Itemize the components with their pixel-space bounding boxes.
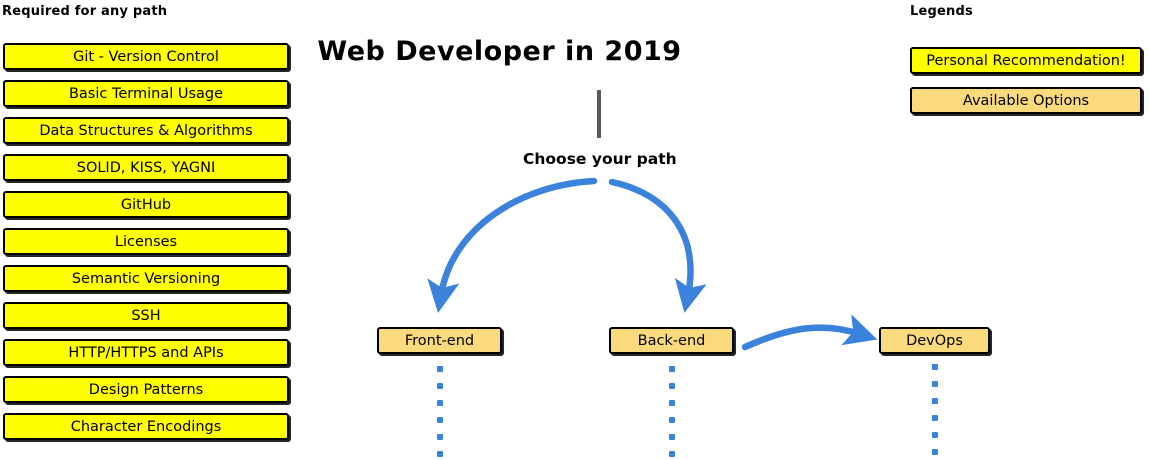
required-item-label: Git - Version Control xyxy=(73,48,219,65)
legends-section-heading: Legends xyxy=(910,4,973,19)
path-continuation-dots xyxy=(931,364,939,460)
path-box-label: Front-end xyxy=(404,332,475,349)
legend-item-label: Personal Recommendation! xyxy=(926,52,1126,69)
dot xyxy=(669,434,675,440)
required-item[interactable]: SOLID, KISS, YAGNI xyxy=(3,154,289,181)
dot xyxy=(437,400,443,406)
dot xyxy=(437,434,443,440)
required-item-label: Licenses xyxy=(114,233,178,250)
path-box-label: Back-end xyxy=(637,332,706,349)
path-box[interactable]: Front-end xyxy=(377,327,502,354)
arrow-to-back-end xyxy=(608,178,707,313)
required-item[interactable]: Semantic Versioning xyxy=(3,265,289,292)
dot xyxy=(932,364,938,370)
dot xyxy=(669,417,675,423)
required-item-label: Design Patterns xyxy=(88,381,204,398)
path-box[interactable]: DevOps xyxy=(879,327,990,354)
required-item-label: Data Structures & Algorithms xyxy=(39,122,253,139)
required-item-label: SOLID, KISS, YAGNI xyxy=(76,159,216,176)
required-section-heading: Required for any path xyxy=(2,4,168,19)
required-item[interactable]: Character Encodings xyxy=(3,413,289,440)
required-item[interactable]: Design Patterns xyxy=(3,376,289,403)
required-item-label: HTTP/HTTPS and APIs xyxy=(68,344,224,361)
dot xyxy=(437,383,443,389)
dot xyxy=(932,415,938,421)
path-box-label: DevOps xyxy=(906,332,963,349)
dot xyxy=(669,400,675,406)
required-item[interactable]: SSH xyxy=(3,302,289,329)
legend-item: Available Options xyxy=(910,87,1142,114)
required-item-label: Semantic Versioning xyxy=(71,270,221,287)
page-title-text: Web Developer in 2019 xyxy=(317,36,682,67)
required-item-label: SSH xyxy=(131,307,161,324)
arrow-back-end-to-devops xyxy=(741,314,878,351)
dot xyxy=(932,381,938,387)
required-item[interactable]: GitHub xyxy=(3,191,289,218)
dot xyxy=(437,451,443,457)
dot xyxy=(669,383,675,389)
required-item[interactable]: HTTP/HTTPS and APIs xyxy=(3,339,289,366)
required-item[interactable]: Git - Version Control xyxy=(3,43,289,70)
legend-item-label: Available Options xyxy=(962,92,1090,109)
required-item-label: GitHub xyxy=(120,196,172,213)
required-item[interactable]: Licenses xyxy=(3,228,289,255)
required-item[interactable]: Basic Terminal Usage xyxy=(3,80,289,107)
path-continuation-dots xyxy=(436,366,444,460)
dot xyxy=(932,449,938,455)
required-item-label: Character Encodings xyxy=(70,418,222,435)
dot xyxy=(437,366,443,372)
legend-item: Personal Recommendation! xyxy=(910,47,1142,74)
dot xyxy=(932,398,938,404)
path-continuation-dots xyxy=(668,366,676,460)
dot xyxy=(932,432,938,438)
required-item[interactable]: Data Structures & Algorithms xyxy=(3,117,289,144)
required-item-label: Basic Terminal Usage xyxy=(68,85,224,102)
dot xyxy=(669,366,675,372)
choose-path-label: Choose your path xyxy=(523,150,677,168)
path-box[interactable]: Back-end xyxy=(609,327,734,354)
title-stem-line xyxy=(597,90,601,138)
dot xyxy=(437,417,443,423)
arrow-to-front-end xyxy=(427,177,598,313)
dot xyxy=(669,451,675,457)
